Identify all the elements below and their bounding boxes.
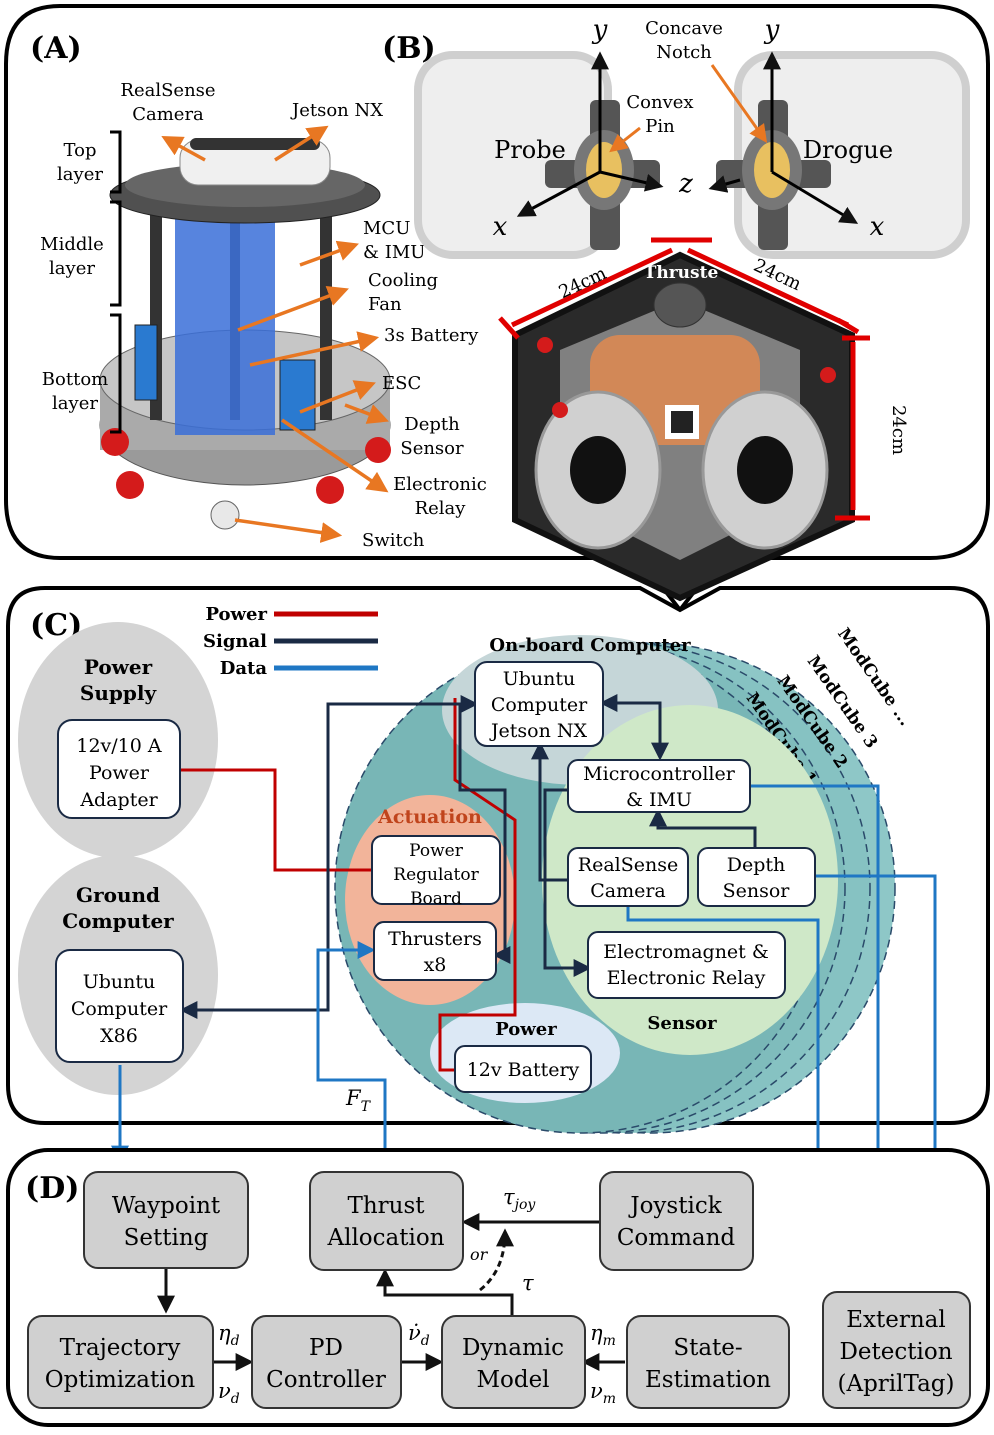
box-regulator (371, 835, 501, 905)
axis-y-drogue: y (764, 15, 780, 45)
legend-power-label: Power (206, 604, 268, 625)
box-thrusters (373, 921, 497, 981)
robot-illustration (99, 138, 391, 530)
block-state (626, 1315, 790, 1409)
arrow-convex (609, 126, 641, 153)
panel-d-math-labels: τjoy or τ ηd νd ν̇d ηm νm (218, 1185, 616, 1407)
box-ground-pc (55, 949, 184, 1063)
block-joystick (599, 1171, 754, 1271)
legend-data-label: Data (220, 658, 268, 679)
axis-y-probe: y (592, 15, 608, 45)
label-or: or (470, 1245, 489, 1264)
box-adapter (57, 719, 181, 819)
box-magnet (587, 931, 786, 999)
group-actuation: Actuation (377, 806, 482, 828)
box-mcu-text: Microcontroller& IMU (583, 763, 736, 811)
dimension-lines (498, 237, 870, 521)
callout-jetson: Jetson NX (290, 100, 383, 121)
label-thruster: Thruste (644, 263, 719, 283)
box-depth (697, 847, 816, 907)
dim-height: 24cm (888, 405, 909, 455)
layer-brackets (110, 130, 122, 434)
block-state-text: State-Estimation (645, 1335, 771, 1393)
block-thrust (309, 1171, 464, 1271)
axis-x-drogue: x (870, 212, 885, 242)
panel-d-label: (D) (25, 1171, 79, 1206)
panel-d-arrows (157, 1213, 625, 1371)
label-drogue: Drogue (803, 136, 893, 164)
axis-z: z (678, 169, 693, 199)
callout-arrows (161, 125, 389, 543)
box-magnet-text: Electromagnet &Electronic Relay (603, 941, 769, 989)
box-mcu (567, 759, 751, 813)
axes (516, 51, 859, 224)
label-tau: τ (522, 1271, 534, 1295)
box-realsense (567, 847, 689, 907)
callout-switch: Switch (362, 530, 425, 551)
block-waypoint (83, 1171, 249, 1269)
label-probe: Probe (494, 136, 566, 164)
modcube-cube-illustration (512, 251, 855, 602)
block-pd (251, 1315, 402, 1409)
box-battery-text: 12v Battery (467, 1059, 580, 1081)
callout-mcu: MCU& IMU (363, 218, 425, 263)
block-dyn (441, 1315, 586, 1409)
callout-esc: ESC (382, 373, 421, 394)
panel-b-label: (B) (382, 31, 436, 66)
group-power: Power (495, 1019, 557, 1040)
group-sensor: Sensor (647, 1013, 717, 1034)
box-battery (454, 1045, 592, 1093)
arrow-concave (710, 64, 768, 143)
panel-a-label: (A) (30, 31, 82, 66)
signal-lines (179, 694, 757, 1019)
callout-battery: 3s Battery (384, 325, 479, 346)
legend: Power Signal Data (203, 604, 378, 679)
group-onboard: On-board Computer (489, 635, 691, 656)
legend-signal-label: Signal (203, 631, 267, 652)
box-jetson (474, 661, 604, 747)
block-ext (822, 1291, 971, 1409)
axis-x-probe: x (493, 212, 508, 242)
block-traj (27, 1315, 214, 1409)
